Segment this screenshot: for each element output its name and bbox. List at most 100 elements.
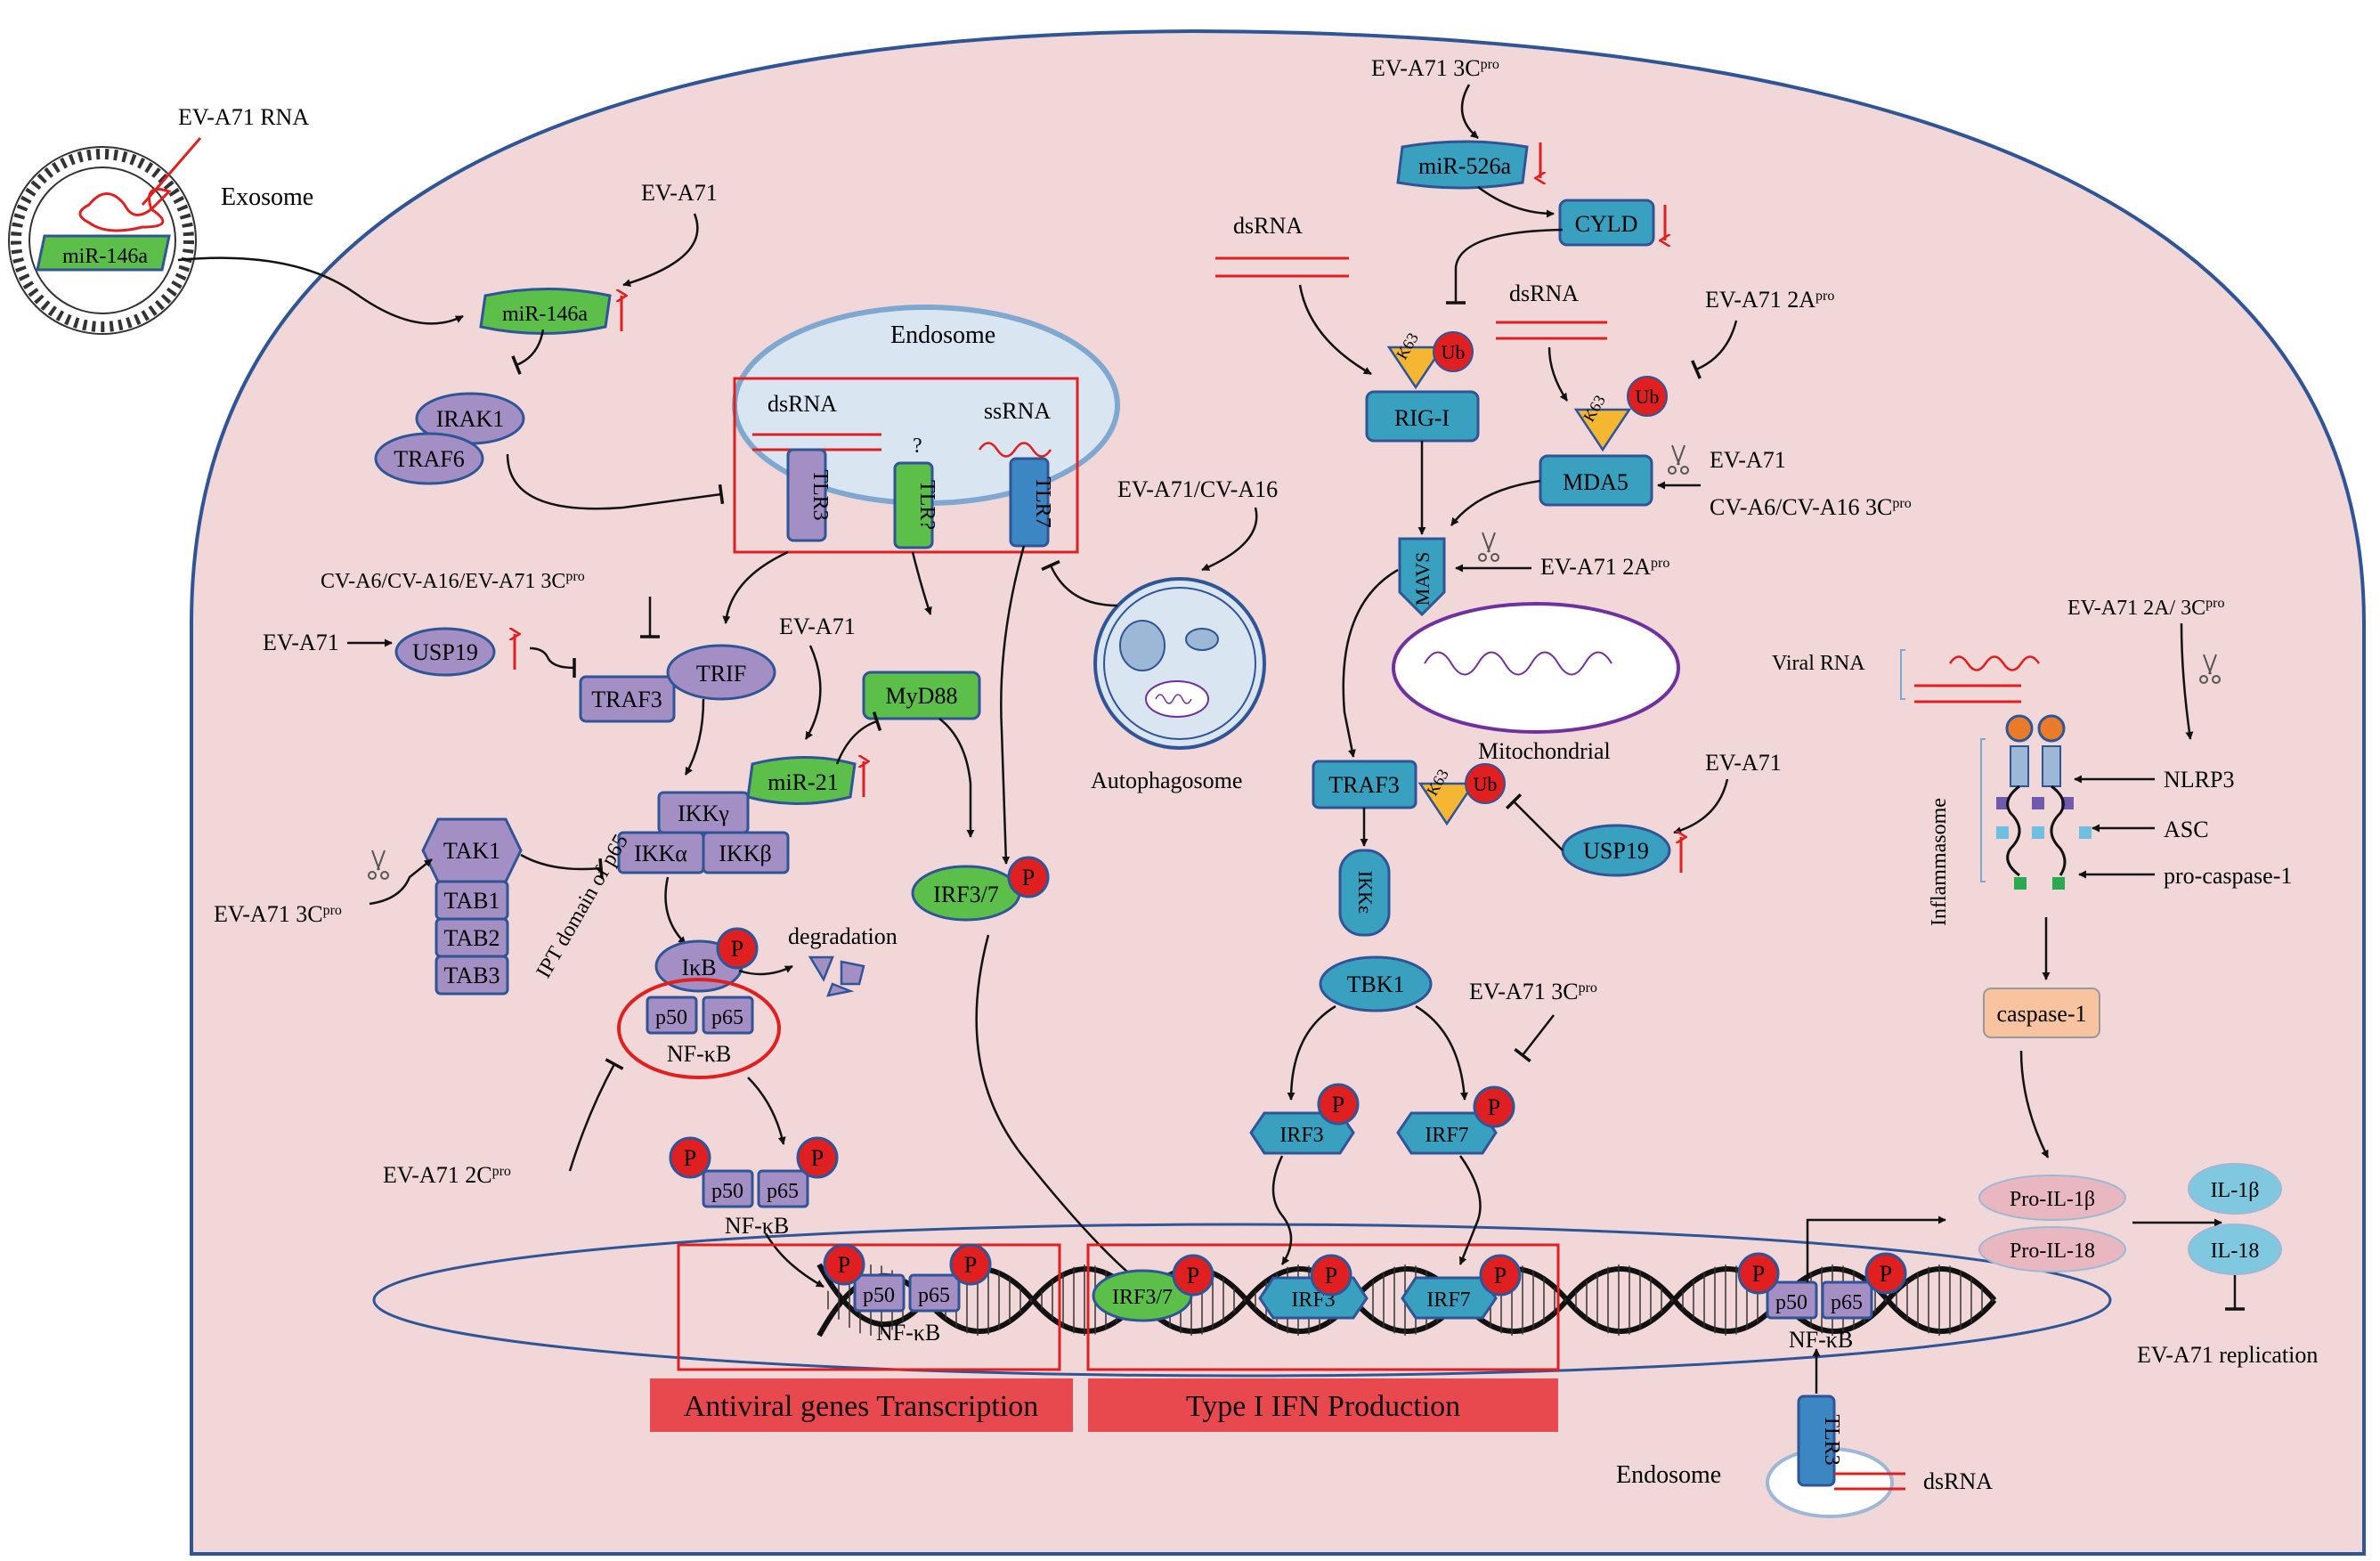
svg-text:p65: p65 <box>918 1284 950 1307</box>
usp19-right-node: USP19 <box>1561 824 1671 877</box>
phospho-p-circle <box>1864 1252 1907 1295</box>
svg-text:TLR3: TLR3 <box>1820 1414 1843 1465</box>
phospho-p-circle <box>1737 1252 1780 1295</box>
nlrp3-label: NLRP3 <box>2164 767 2234 793</box>
svg-text:Ub: Ub <box>1636 386 1660 408</box>
svg-text:p50: p50 <box>655 1006 687 1029</box>
endosome-box <box>733 377 1079 554</box>
inflammasome-label: Inflammasome <box>1928 798 1951 926</box>
phospho-p-circle <box>1317 1083 1360 1126</box>
svg-text:USP19: USP19 <box>1583 838 1649 864</box>
cv-3c-label: CV-A6/CV-A16/EV-A71 3Cpro <box>321 569 585 594</box>
svg-text:TAB1: TAB1 <box>444 888 500 914</box>
proil18-node: Pro-IL-18 <box>1978 1226 2126 1272</box>
viral-rna-label: Viral RNA <box>1772 652 1865 675</box>
phospho-p-label: P <box>1488 1094 1500 1120</box>
svg-text:IRF3/7: IRF3/7 <box>933 882 999 907</box>
svg-text:IKKβ: IKKβ <box>719 841 771 866</box>
svg-text:p65: p65 <box>711 1006 743 1029</box>
svg-text:TAK1: TAK1 <box>443 838 500 864</box>
inflammasome-complex <box>1980 714 2092 890</box>
svg-text:p50: p50 <box>1775 1291 1807 1314</box>
phospho-p-label: P <box>1494 1263 1507 1289</box>
svg-text:NF-κB: NF-κB <box>1789 1327 1853 1353</box>
mda5-node: MDA5 <box>1539 454 1653 507</box>
svg-text:NF-κB: NF-κB <box>725 1213 789 1239</box>
tak-tab-complex: TAK1 TAB1 TAB2 TAB3 <box>421 817 523 996</box>
svg-text:IKKε: IKKε <box>1354 871 1377 914</box>
nfkb-nuclear-left: p50 p65 NF-κB <box>853 1273 961 1346</box>
viral-rna-glyph <box>1914 684 2021 703</box>
degradation-label: degradation <box>788 923 898 949</box>
mir21-node: miR-21 <box>746 756 857 805</box>
ev-a71-usp-label: EV-A71 <box>1705 750 1782 776</box>
ev-3c-tak-label: EV-A71 3Cpro <box>214 901 342 927</box>
ev-a71-mda-label: EV-A71 <box>1710 447 1786 473</box>
tlr3-receptor: TLR3 <box>786 448 832 542</box>
phospho-p-circle <box>823 1243 865 1286</box>
svg-text:IRF7: IRF7 <box>1425 1124 1468 1147</box>
irf37-cyto: IRF3/7 <box>911 865 1021 922</box>
scissors-icon-tak <box>368 850 389 880</box>
rigi-node: RIG-I <box>1365 390 1480 443</box>
phospho-p-label: P <box>1880 1261 1892 1287</box>
svg-text:TRAF3: TRAF3 <box>1328 772 1399 798</box>
svg-text:IL-18: IL-18 <box>2211 1240 2260 1263</box>
svg-text:TLR?: TLR? <box>915 480 938 530</box>
trif-node: TRIF <box>666 644 776 701</box>
svg-text:Type I IFN Production: Type I IFN Production <box>1186 1390 1460 1423</box>
traf6-node: TRAF6 <box>374 432 484 485</box>
svg-text:TLR7: TLR7 <box>1031 476 1054 527</box>
myd88-node: MyD88 <box>862 671 981 720</box>
svg-text:p50: p50 <box>711 1180 743 1203</box>
degradation-fragments <box>808 955 865 997</box>
ev-cv-a16-label: EV-A71/CV-A16 <box>1117 476 1278 502</box>
dsrna-rig-glyph <box>1215 256 1349 278</box>
svg-text:MAVS: MAVS <box>1411 552 1434 606</box>
svg-text:MyD88: MyD88 <box>886 683 958 709</box>
phospho-p-label: P <box>684 1145 696 1171</box>
exosome-label: Exosome <box>221 183 313 211</box>
ev-2a-top-label: EV-A71 2Apro <box>1705 287 1834 313</box>
antiviral-banner: Antiviral genes Transcription <box>650 1378 1073 1432</box>
antiviral-box <box>677 1243 1061 1371</box>
irak1-node: IRAK1 <box>415 392 525 445</box>
svg-text:TAB2: TAB2 <box>444 925 500 951</box>
dsrna-bottom-label: dsRNA <box>1923 1468 1993 1494</box>
il18-node: IL-18 <box>2188 1224 2282 1275</box>
phospho-p-label: P <box>964 1252 977 1278</box>
cv-3c-mda-label: CV-A6/CV-A16 3Cpro <box>1710 494 1912 520</box>
caspase1-node: caspase-1 <box>1983 988 2100 1038</box>
mir526a-node: miR-526a <box>1396 140 1529 190</box>
tlr7-receptor: TLR7 <box>1009 457 1054 548</box>
svg-text:Ub: Ub <box>1474 773 1498 795</box>
phospho-p-circle <box>1007 856 1050 898</box>
svg-text:IKKγ: IKKγ <box>678 801 729 826</box>
mir146a-exosome: miR-146a <box>36 234 171 272</box>
question-mark: ? <box>913 435 922 458</box>
svg-text:IRF3/7: IRF3/7 <box>1112 1286 1173 1309</box>
ssrna-endo-label: ssRNA <box>984 398 1051 424</box>
svg-text:IRF7: IRF7 <box>1426 1289 1470 1312</box>
svg-text:NF-κB: NF-κB <box>667 1041 731 1067</box>
traf3-right-node: TRAF3 <box>1312 760 1417 809</box>
svg-text:TLR3: TLR3 <box>808 469 832 520</box>
svg-text:miR-21: miR-21 <box>768 769 838 795</box>
svg-text:NF-κB: NF-κB <box>876 1320 940 1346</box>
dsrna-rig-label: dsRNA <box>1233 213 1303 239</box>
ev-2a3c-label: EV-A71 2A/ 3Cpro <box>2067 596 2224 621</box>
svg-text:p50: p50 <box>863 1284 895 1307</box>
nfkb-cyto: p50 p65 NF-κB <box>646 996 754 1067</box>
svg-text:TRIF: TRIF <box>696 661 746 687</box>
svg-text:Pro-IL-18: Pro-IL-18 <box>2010 1240 2095 1263</box>
ev-2c-label: EV-A71 2Cpro <box>383 1162 511 1188</box>
rigi-ub-tag: K63 Ub <box>1386 329 1474 390</box>
phospho-p-circle <box>949 1243 992 1286</box>
phospho-p-circle <box>1310 1254 1352 1297</box>
svg-text:Ub: Ub <box>1442 341 1466 363</box>
svg-text:IL-1β: IL-1β <box>2211 1179 2260 1202</box>
svg-text:miR-526a: miR-526a <box>1418 153 1511 179</box>
usp19-left-node: USP19 <box>394 627 496 677</box>
il1b-node: IL-1β <box>2188 1163 2282 1215</box>
svg-text:IRAK1: IRAK1 <box>436 406 505 432</box>
